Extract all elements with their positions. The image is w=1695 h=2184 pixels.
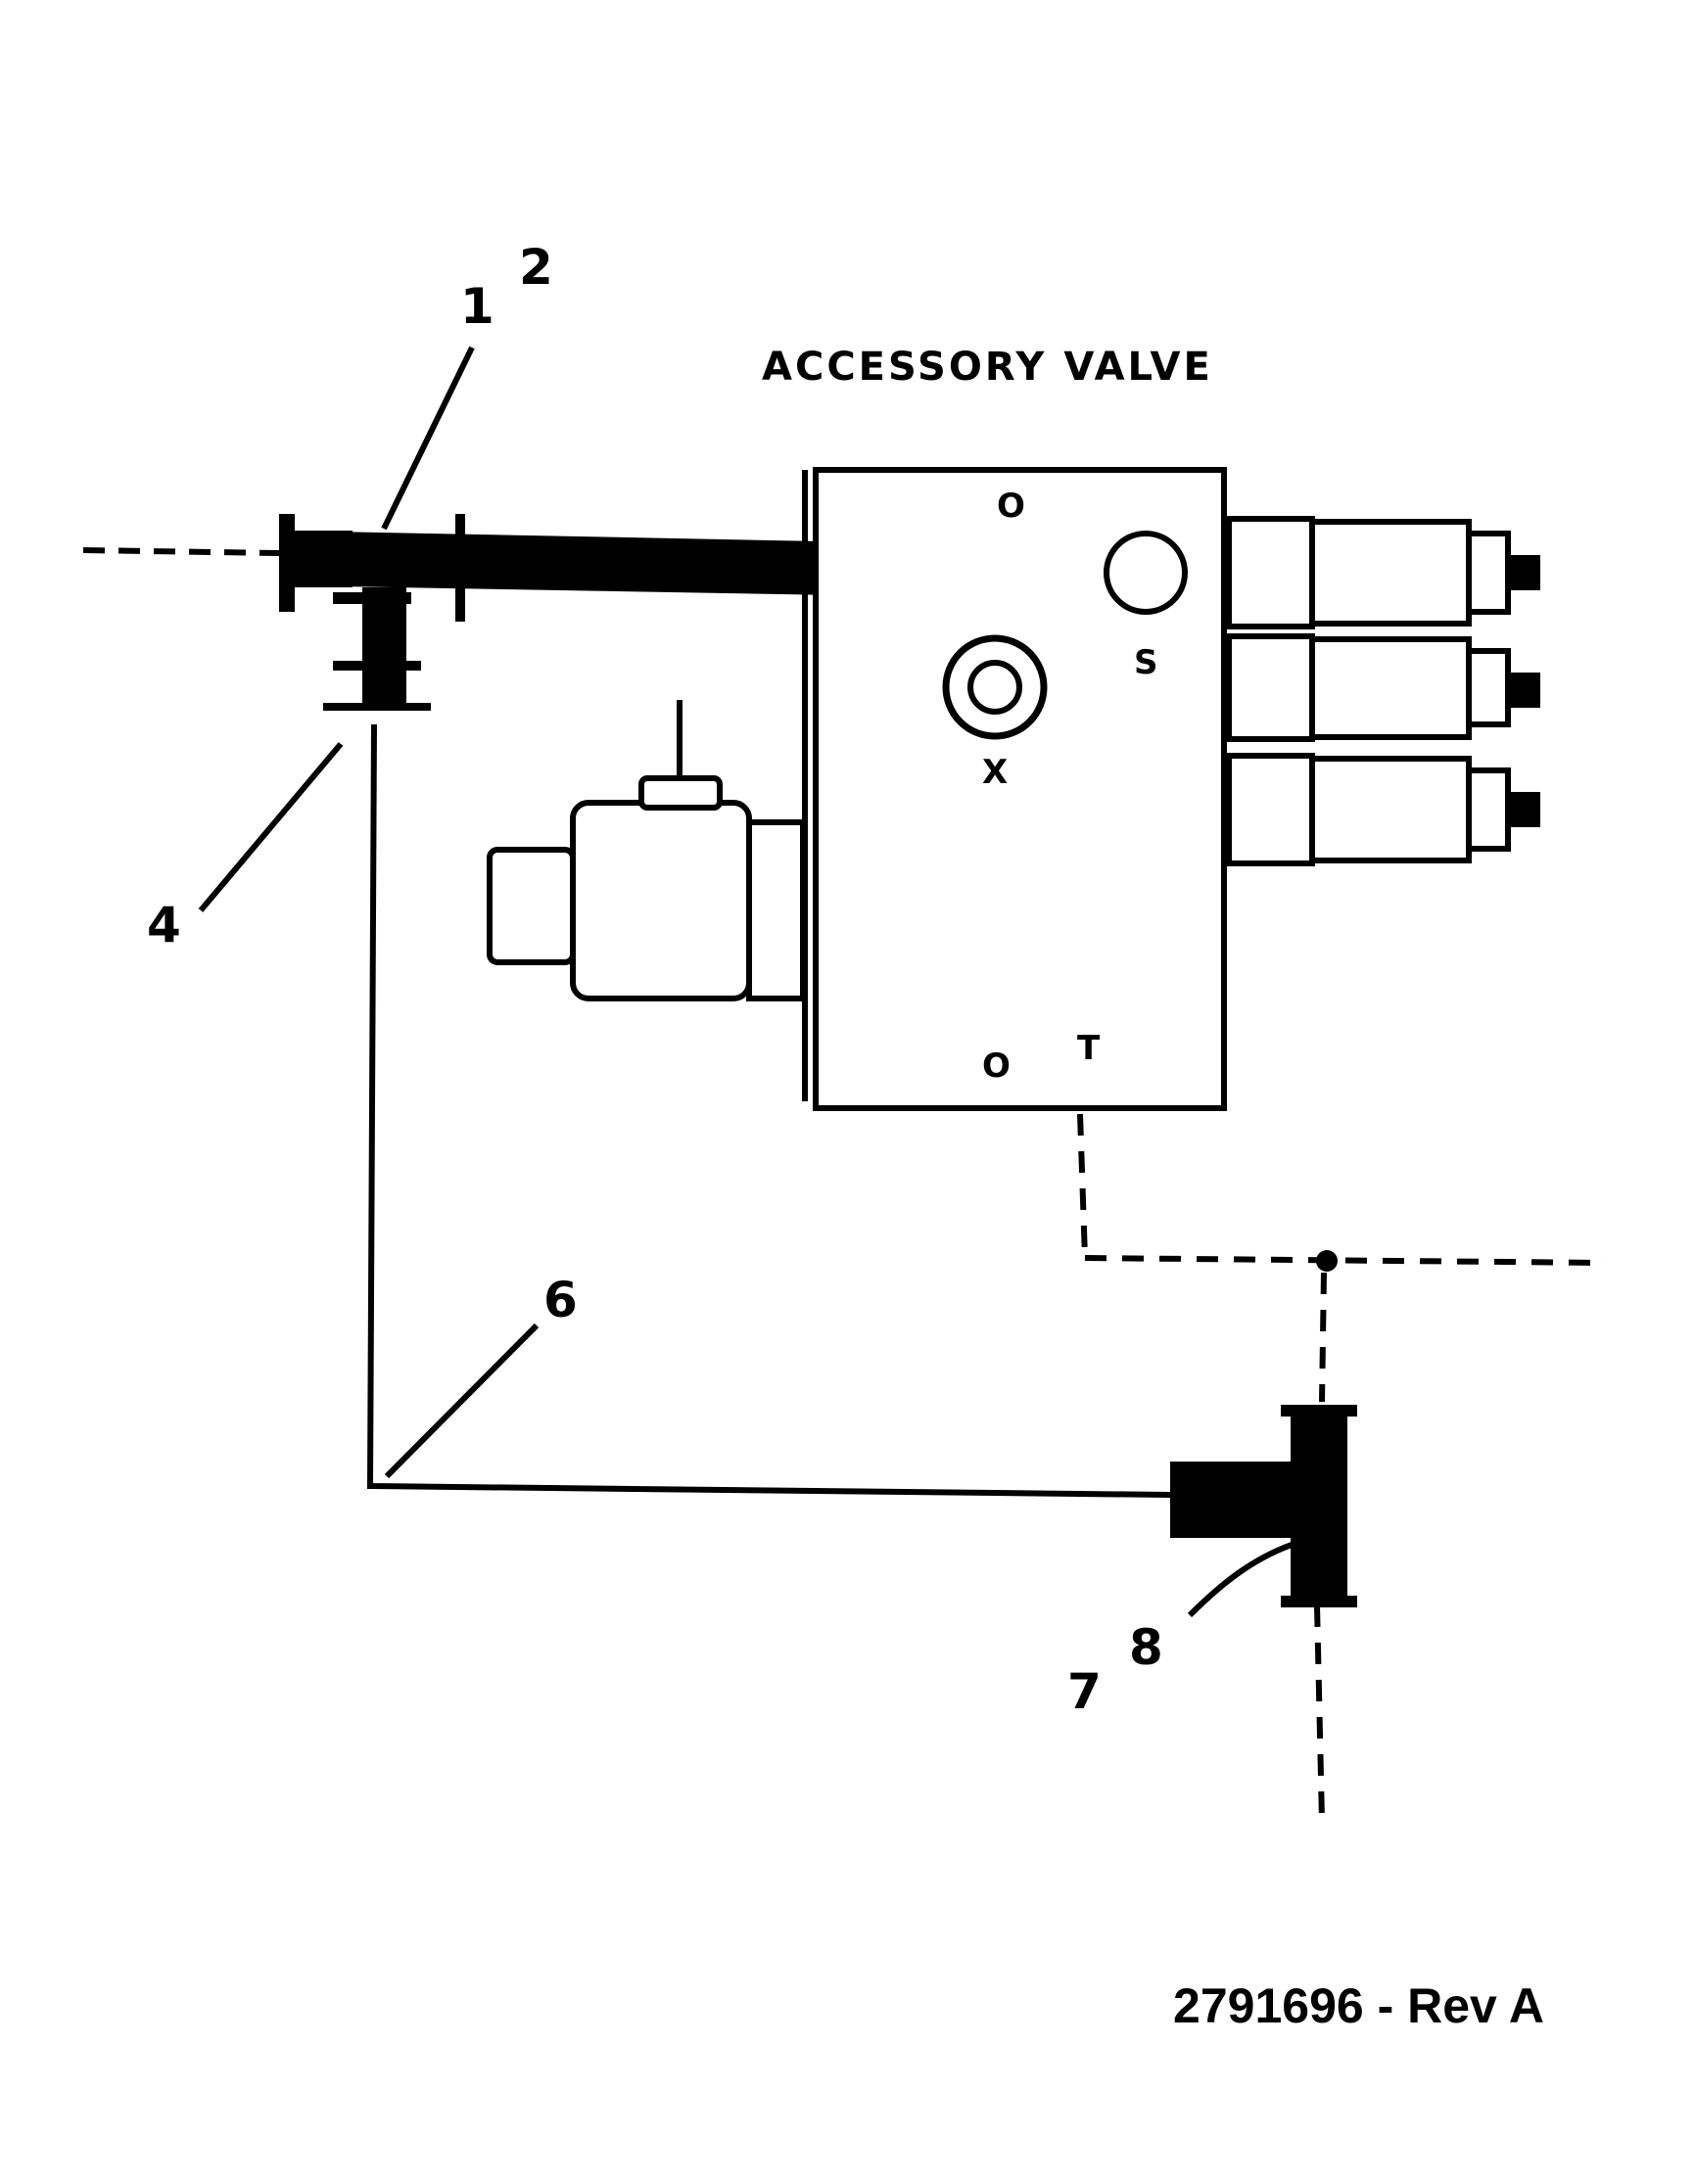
diagram-title: ACCESSORY VALVE xyxy=(762,345,1213,390)
callout-4: 4 xyxy=(147,897,181,953)
port-top-label: O xyxy=(997,487,1025,526)
leader-line-8 xyxy=(1187,1539,1301,1618)
callout-2: 2 xyxy=(519,239,553,296)
case-drain-line xyxy=(366,723,1171,1498)
drain-dashed-line-down xyxy=(1314,1604,1325,1822)
tank-junction-dot xyxy=(1316,1250,1338,1272)
leader-line-6 xyxy=(384,1323,540,1479)
port-s-label: S xyxy=(1134,643,1158,682)
right-tee-fitting xyxy=(1170,1405,1357,1607)
tee-dashed-line-up xyxy=(1319,1272,1327,1403)
port-x-outer-circle xyxy=(942,634,1048,740)
left-tee-fitting xyxy=(279,514,465,711)
tank-dashed-line-right xyxy=(1084,1255,1607,1266)
port-t-label: T xyxy=(1077,1029,1101,1068)
port-s-circle xyxy=(1104,531,1188,615)
callout-6: 6 xyxy=(543,1272,578,1328)
callout-1: 1 xyxy=(460,278,494,335)
incoming-dashed-line xyxy=(82,547,280,556)
port-bottom-label: O xyxy=(982,1046,1011,1086)
cartridge-stack xyxy=(1226,516,1540,866)
solenoid-assembly xyxy=(487,700,806,1001)
port-x-inner-circle xyxy=(967,660,1022,715)
drawing-number: 2791696 - Rev A xyxy=(1173,1978,1544,2033)
leader-line-4 xyxy=(198,742,344,912)
callout-7: 7 xyxy=(1067,1663,1102,1720)
callout-8: 8 xyxy=(1129,1619,1163,1676)
leader-line-1 xyxy=(381,346,475,531)
port-x-label: X xyxy=(982,753,1008,792)
tank-dashed-line-down xyxy=(1077,1113,1088,1259)
